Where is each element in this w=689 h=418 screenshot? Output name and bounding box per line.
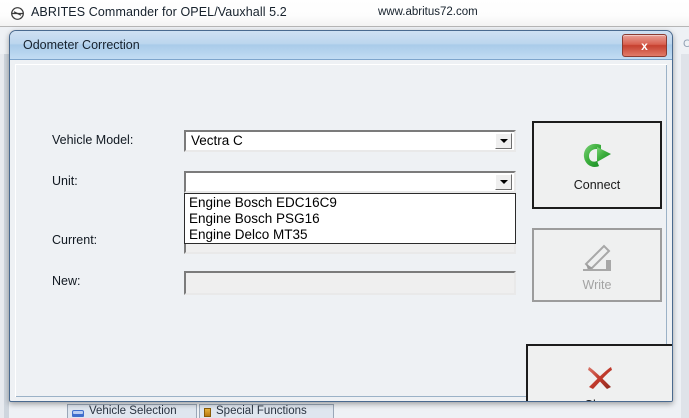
app-website-label: www.abritus72.com <box>378 6 478 18</box>
write-pencil-icon <box>583 244 611 271</box>
chevron-down-icon[interactable] <box>495 133 512 149</box>
connect-button[interactable]: Connect <box>532 121 662 209</box>
red-x-icon <box>588 367 612 389</box>
tab-special-functions-label: Special Functions <box>216 405 307 417</box>
unit-dropdown-list[interactable]: Engine Bosch EDC16C9 Engine Bosch PSG16 … <box>184 193 516 244</box>
window-chrome-right <box>681 54 689 418</box>
new-value-field[interactable] <box>184 271 516 295</box>
dialog-titlebar: Odometer Correction x <box>10 31 672 60</box>
write-button-label: Write <box>582 278 612 292</box>
background-tabstrip: Vehicle Selection Special Functions <box>9 404 681 418</box>
list-item[interactable]: Engine Delco MT35 <box>189 227 308 242</box>
wrench-icon <box>204 408 211 417</box>
connect-button-label: Connect <box>573 178 621 192</box>
close-button-label: Close <box>584 398 616 401</box>
opel-logo-icon <box>11 7 24 20</box>
app-title: ABRITES Commander for OPEL/Vauxhall 5.2 <box>31 5 287 19</box>
vehicle-model-label: Vehicle Model: <box>52 133 134 147</box>
dialog-title: Odometer Correction <box>23 38 140 52</box>
tab-vehicle-selection[interactable]: Vehicle Selection <box>67 404 197 418</box>
tab-special-functions[interactable]: Special Functions <box>199 404 334 418</box>
window-chrome-left-inner <box>4 54 9 418</box>
current-label: Current: <box>52 233 98 247</box>
app-titlebar: ABRITES Commander for OPEL/Vauxhall 5.2 … <box>0 0 689 27</box>
unit-label: Unit: <box>52 174 78 188</box>
list-item[interactable]: Engine Bosch EDC16C9 <box>189 195 337 210</box>
close-icon[interactable]: x <box>622 34 667 57</box>
unit-combobox[interactable] <box>184 171 516 193</box>
car-icon <box>72 410 84 417</box>
tab-vehicle-selection-label: Vehicle Selection <box>89 405 177 417</box>
connect-arrow-icon <box>583 143 611 167</box>
odometer-correction-dialog: Odometer Correction x Vehicle Model: Vec… <box>9 30 673 402</box>
vehicle-model-combobox[interactable]: Vectra C <box>184 130 516 152</box>
close-button[interactable]: Close <box>526 344 672 401</box>
vehicle-model-value: Vectra C <box>191 133 243 148</box>
window-chrome-left-outer <box>0 54 4 418</box>
write-button[interactable]: Write <box>532 228 662 302</box>
new-label: New: <box>52 274 81 288</box>
edge-ghost-text: C <box>683 38 689 50</box>
chevron-down-icon[interactable] <box>495 174 512 190</box>
list-item[interactable]: Engine Bosch PSG16 <box>189 211 320 226</box>
